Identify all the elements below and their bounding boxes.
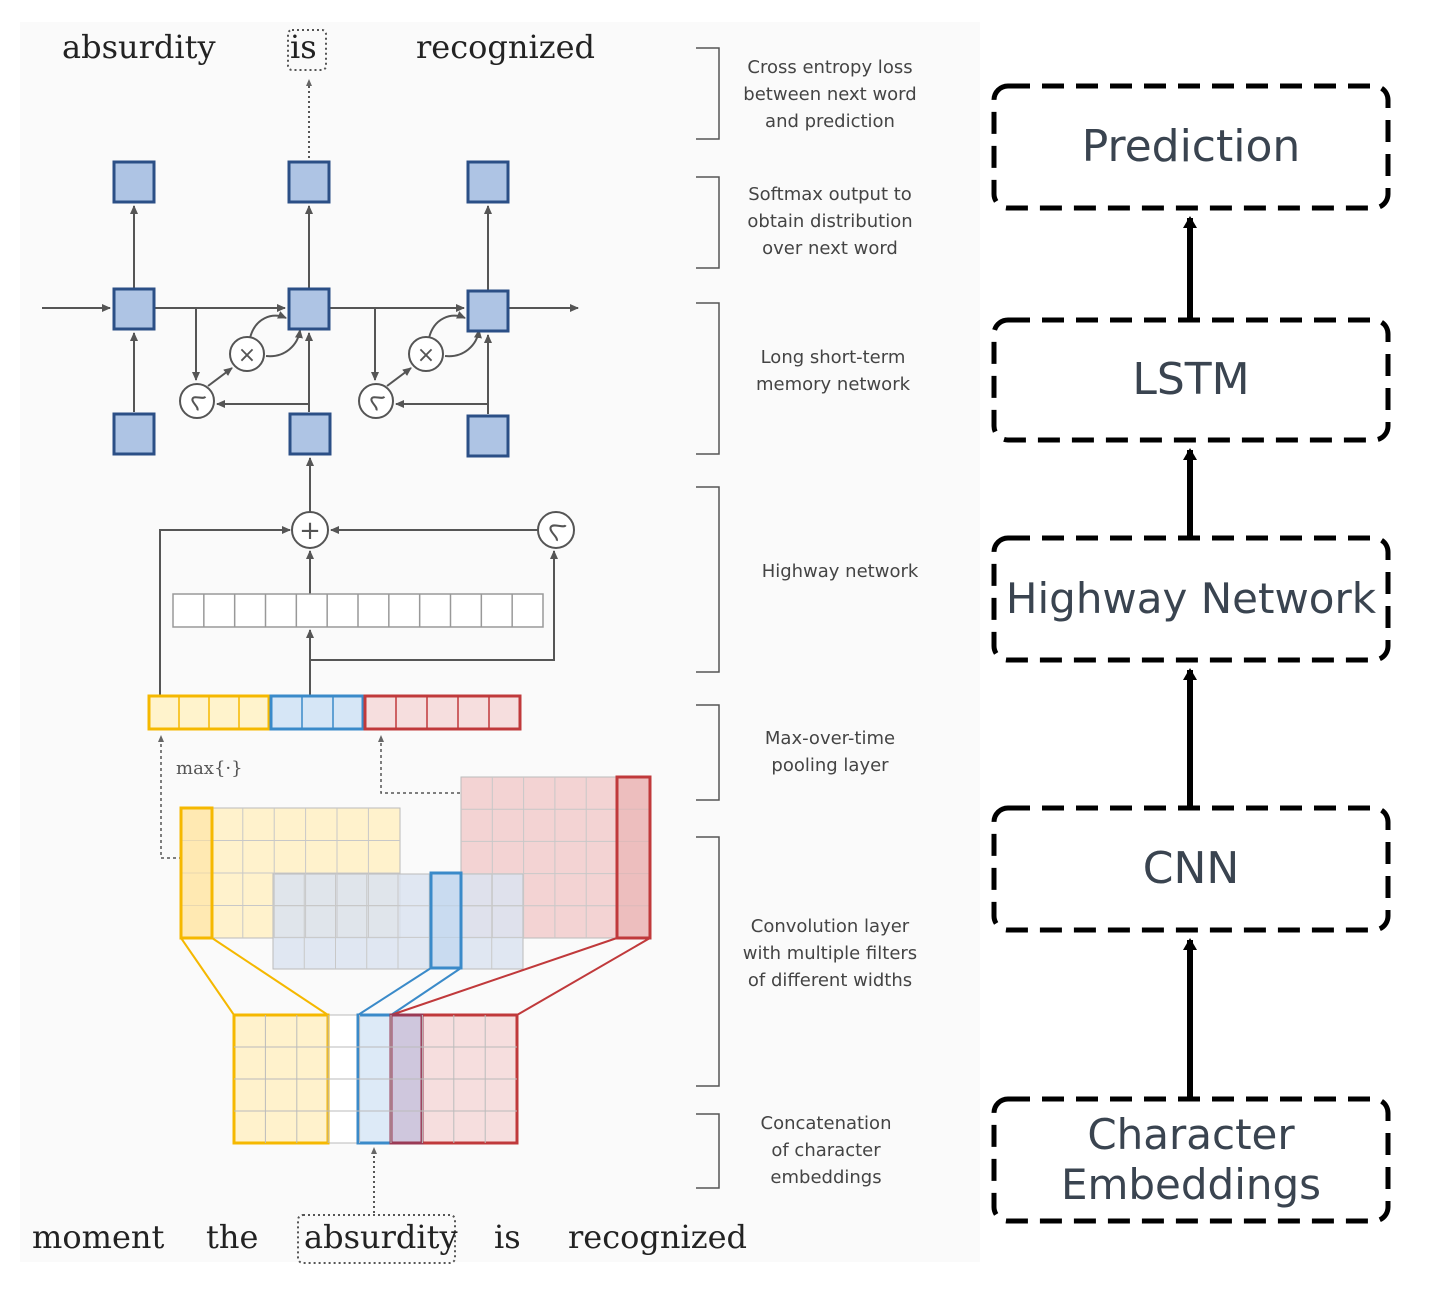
lstm-gate-2 — [358, 308, 487, 419]
lstm-input-node — [112, 412, 156, 456]
flow-cnn-label: CNN — [1142, 842, 1240, 894]
lstm-input-node — [288, 412, 332, 456]
top-word-recognized: recognized — [416, 28, 596, 66]
lstm-input-node — [466, 414, 510, 458]
bottom-word-the: the — [206, 1218, 259, 1256]
bottom-word-recognized: recognized — [568, 1218, 748, 1256]
bottom-word-moment: moment — [32, 1218, 165, 1256]
annotation-highway: Highway network — [761, 561, 919, 582]
softmax-node — [112, 160, 156, 204]
svg-text:×: × — [417, 343, 435, 368]
flow-embeddings-label: Character Embeddings — [1060, 1109, 1322, 1209]
max-pooled-vector — [147, 694, 522, 731]
softmax-node — [466, 160, 510, 204]
flow-highway-label: Highway Network — [1005, 573, 1377, 623]
top-word-is: is — [290, 28, 317, 66]
softmax-node — [287, 160, 331, 204]
flow-lstm-label: LSTM — [1132, 353, 1250, 405]
svg-text:+: + — [299, 516, 321, 546]
max-label: max{·} — [176, 758, 243, 779]
lstm-input-nodes — [112, 412, 510, 458]
lstm-node — [112, 287, 156, 331]
blue-filter-column — [429, 871, 463, 970]
highway-network — [159, 457, 575, 696]
lstm-node — [287, 287, 331, 331]
highway-gate-node — [537, 511, 575, 549]
red-filter-column — [615, 775, 652, 940]
svg-text:×: × — [238, 343, 256, 368]
annotation-brackets — [696, 47, 720, 1189]
flow-prediction-label: Prediction — [1081, 120, 1301, 172]
softmax-output-nodes — [112, 160, 510, 204]
highway-sum-node — [291, 511, 329, 549]
top-is-highlight-box — [287, 29, 327, 71]
bottom-word-absurdity: absurdity — [304, 1218, 458, 1256]
char-cnn-lstm-diagram: × × + — [42, 29, 720, 1264]
yellow-filter-column — [179, 806, 214, 940]
top-word-absurdity: absurdity — [62, 28, 216, 66]
lstm-gate-1 — [179, 308, 308, 419]
lstm-hidden-nodes — [112, 287, 510, 333]
lstm-node — [466, 289, 510, 333]
bottom-word-is: is — [494, 1218, 521, 1256]
